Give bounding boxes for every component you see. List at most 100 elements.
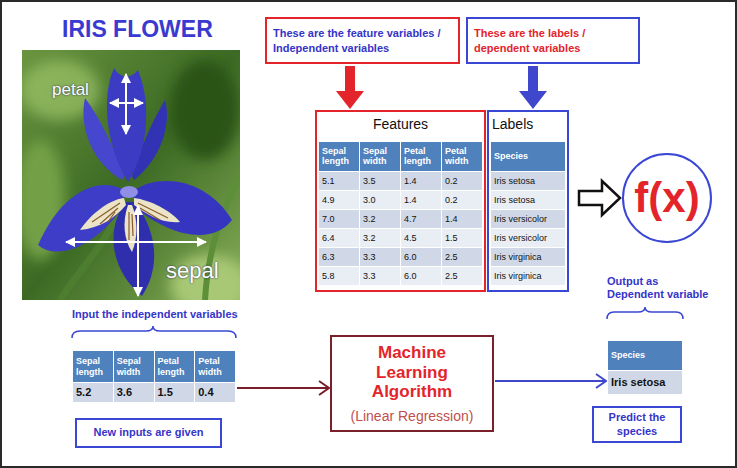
photo-label: petal	[52, 80, 89, 100]
table-row: Species	[491, 141, 566, 171]
table-row: Iris virginica	[491, 266, 566, 285]
connector-arrow	[336, 66, 364, 109]
connector-arrow	[237, 381, 329, 395]
table-row: Iris setosa	[491, 190, 566, 209]
data-table: Sepal lengthSepal widthPetal lengthPetal…	[72, 350, 236, 403]
function-text: f(x)	[634, 174, 699, 222]
algorithm-box: Machine Learning Algorithm(Linear Regres…	[330, 335, 494, 432]
labels-table-box: LabelsSpeciesIris setosaIris setosaIris …	[487, 110, 569, 292]
table-cell: 6.4	[319, 228, 360, 247]
table-cell: 4.7	[401, 209, 442, 228]
circle-shape	[623, 154, 711, 242]
table-row: Sepal lengthSepal widthPetal lengthPetal…	[319, 141, 483, 171]
table-cell: 2.5	[442, 247, 483, 266]
table-row: 6.43.24.51.5	[319, 228, 483, 247]
table-header: Species	[491, 141, 566, 171]
table-cell: 5.2	[73, 383, 114, 403]
table-cell: 3.6	[113, 383, 154, 403]
table-header: Sepal length	[319, 141, 360, 171]
table-cell: Iris virginica	[491, 266, 566, 285]
table-header: Petal length	[401, 141, 442, 171]
table-cell: 3.5	[360, 171, 401, 190]
table-cell: Iris setosa	[491, 171, 566, 190]
data-table: SpeciesIris setosa	[607, 340, 683, 395]
note-box: New inputs are given	[75, 418, 222, 448]
table-cell: 5.8	[319, 266, 360, 285]
features-table-box: FeaturesSepal lengthSepal widthPetal len…	[315, 110, 486, 292]
table-row: 6.33.36.02.5	[319, 247, 483, 266]
block-arrow	[336, 66, 364, 109]
table-header: Sepal length	[73, 351, 114, 383]
callout-text: These are the feature variables / Indepe…	[273, 26, 452, 55]
hollow-arrow	[579, 181, 620, 215]
table-row: Iris setosa	[608, 371, 683, 395]
table-row: 7.03.24.71.4	[319, 209, 483, 228]
curly-bracket	[607, 307, 683, 319]
table-header: Sepal width	[360, 141, 401, 171]
table-cell: 1.5	[154, 383, 195, 403]
table-row: Iris virginica	[491, 247, 566, 266]
connector-arrow	[495, 374, 606, 388]
arrow-head	[319, 381, 329, 395]
callout-box: These are the labels / dependent variabl…	[466, 17, 640, 64]
callout-text: These are the labels / dependent variabl…	[474, 26, 632, 55]
table-row: 4.93.01.40.2	[319, 190, 483, 209]
table-header: Petal width	[442, 141, 483, 171]
note-text: New inputs are given	[82, 426, 215, 440]
table-header: Petal width	[195, 351, 236, 383]
table-heading: Output as Dependent variable	[607, 275, 712, 303]
table-cell: 1.4	[442, 209, 483, 228]
table-row: 5.13.51.40.2	[319, 171, 483, 190]
table-cell: 3.2	[360, 209, 401, 228]
table-row: Iris setosa	[491, 171, 566, 190]
diagram-title: IRIS FLOWER	[62, 16, 213, 43]
table-cell: 6.0	[401, 266, 442, 285]
table-cell: 2.5	[442, 266, 483, 285]
note-box: Predict the species	[592, 406, 682, 443]
table-header: Sepal width	[113, 351, 154, 383]
table-cell: Iris versicolor	[491, 228, 566, 247]
table-row: Sepal lengthSepal widthPetal lengthPetal…	[73, 351, 236, 383]
table-cell: 0.4	[195, 383, 236, 403]
connector-arrow	[579, 181, 620, 215]
table-cell: 0.2	[442, 190, 483, 209]
table-cell: 1.5	[442, 228, 483, 247]
table-cell: Iris virginica	[491, 247, 566, 266]
table-cell: 6.0	[401, 247, 442, 266]
table-cell: 4.5	[401, 228, 442, 247]
table-row: Species	[608, 341, 683, 371]
table-cell: 3.3	[360, 247, 401, 266]
table-cell: 5.1	[319, 171, 360, 190]
table-cell: 0.2	[442, 171, 483, 190]
output-table: Output as Dependent variableSpeciesIris …	[607, 340, 683, 395]
connector-line	[237, 387, 329, 389]
algorithm-subtitle: (Linear Regression)	[351, 408, 474, 424]
table-row: 5.83.36.02.5	[319, 266, 483, 285]
table-title: Labels	[490, 116, 566, 133]
table-cell: 1.4	[401, 171, 442, 190]
table-cell: Iris setosa	[608, 371, 683, 395]
table-cell: 3.2	[360, 228, 401, 247]
table-row: Iris versicolor	[491, 209, 566, 228]
table-header: Petal length	[154, 351, 195, 383]
table-cell: Iris versicolor	[491, 209, 566, 228]
photo-label: sepal	[166, 258, 219, 284]
table-cell: 1.4	[401, 190, 442, 209]
table-row: 5.23.61.50.4	[73, 383, 236, 403]
block-arrow	[519, 66, 547, 109]
table-cell: 7.0	[319, 209, 360, 228]
arrow-head	[596, 374, 606, 388]
connector-line	[495, 380, 606, 382]
table-header: Species	[608, 341, 683, 371]
table-cell: 6.3	[319, 247, 360, 266]
table-cell: 3.0	[360, 190, 401, 209]
table-row: Iris versicolor	[491, 228, 566, 247]
table-title: Features	[318, 116, 483, 133]
table-cell: 3.3	[360, 266, 401, 285]
callout-box: These are the feature variables / Indepe…	[265, 17, 460, 64]
table-heading: Input the independent variables	[72, 308, 312, 322]
function-circle: f(x)	[622, 153, 712, 243]
input-table: Input the independent variablesSepal len…	[72, 350, 236, 403]
